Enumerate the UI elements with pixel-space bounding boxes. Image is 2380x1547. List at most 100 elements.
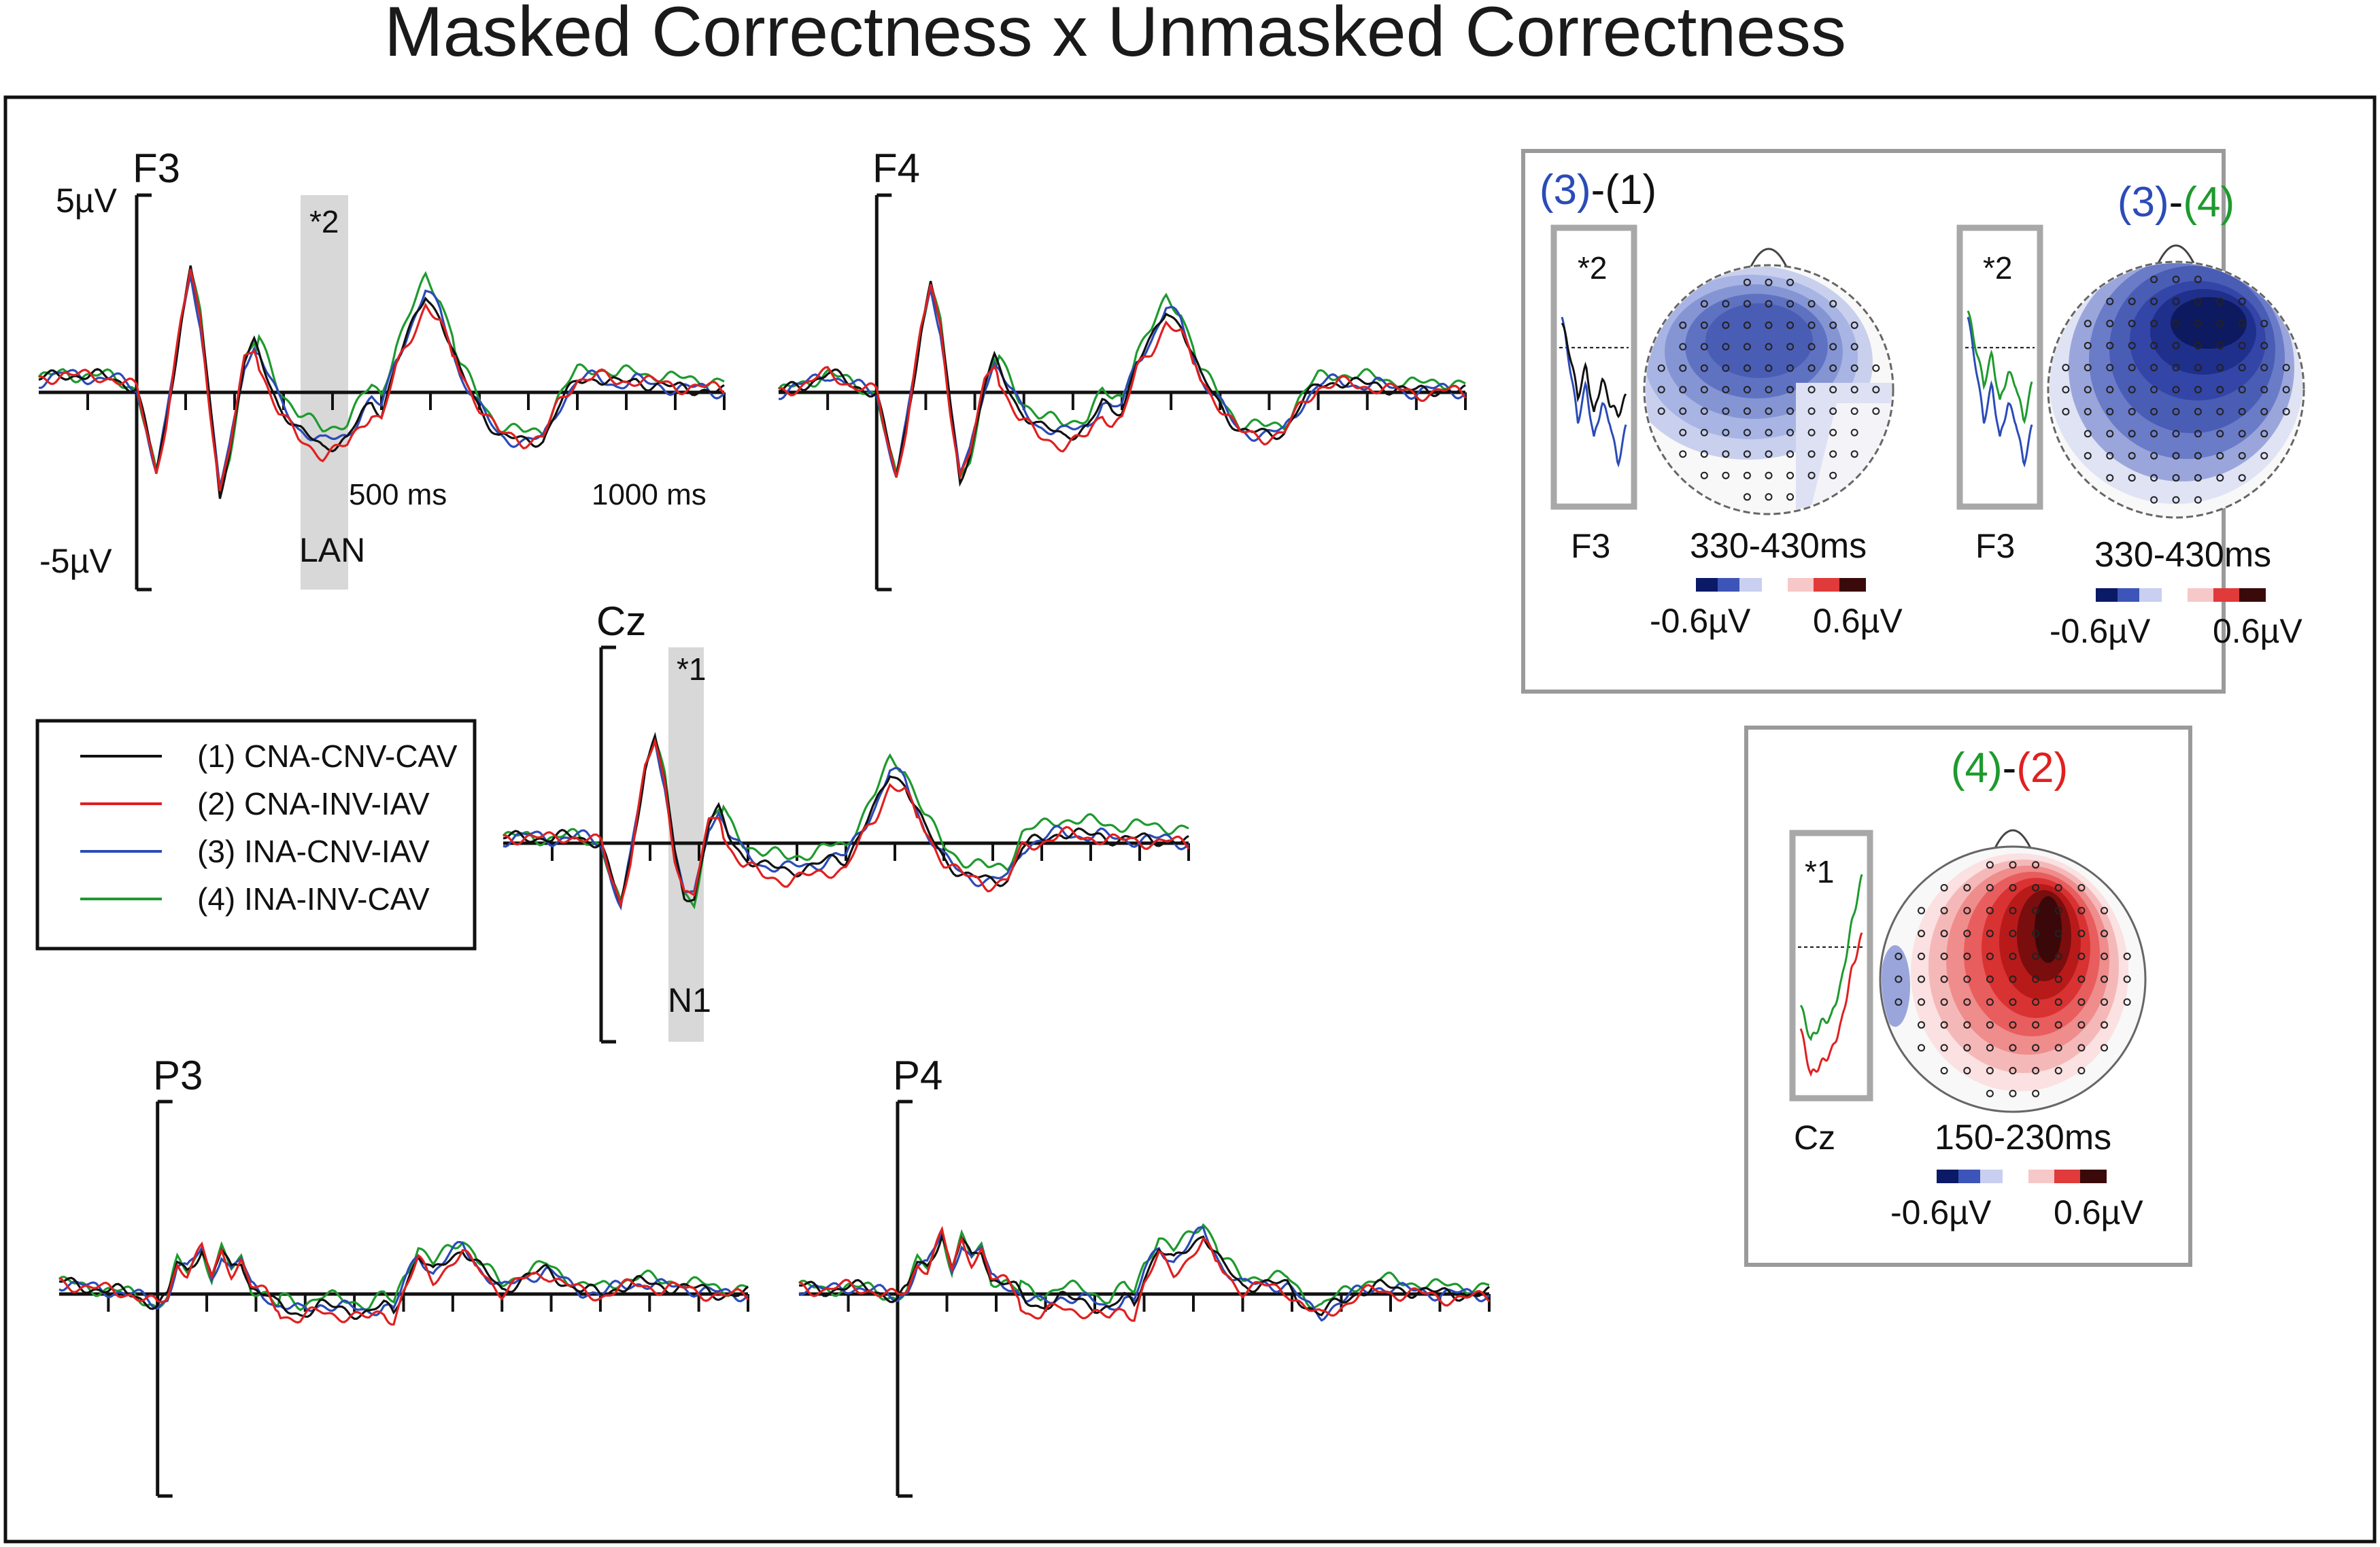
electrode-dot <box>2282 386 2290 394</box>
electrode-dot <box>2106 474 2114 482</box>
erp-panel-f4 <box>777 193 1467 592</box>
electrode-dot <box>1743 471 1751 479</box>
electrode-dot <box>2150 297 2158 305</box>
electrode-dot <box>2260 386 2268 394</box>
electrode-dot <box>2282 407 2290 415</box>
electrode-dot <box>2216 341 2224 350</box>
electrode-dot <box>2194 275 2202 284</box>
electrode-dot <box>1679 386 1687 394</box>
electrode-dot <box>2150 496 2158 504</box>
electrode-dot <box>1765 386 1773 394</box>
erp-line-p3-3 <box>58 1240 749 1316</box>
electrode-dot <box>1963 952 1971 960</box>
electrode-dot <box>1872 364 1880 372</box>
scale-neg-label: -5µV <box>39 542 112 580</box>
electrode-label-cz: Cz <box>596 598 646 644</box>
electrode-dot <box>1807 343 1816 351</box>
electrode-dot <box>1963 998 1971 1006</box>
topo-electrode: F3 <box>1975 527 2015 565</box>
electrode-dot <box>2009 975 2017 983</box>
electrode-dot <box>1986 1089 1994 1098</box>
topo-electrode: F3 <box>1571 527 1610 565</box>
electrode-dot <box>1963 884 1971 891</box>
electrode-dot <box>1986 1044 1994 1052</box>
electrode-dot <box>2194 430 2202 438</box>
electrode-dot <box>2238 474 2246 482</box>
electrode-dot <box>2009 1021 2017 1029</box>
electrode-dot <box>1829 343 1837 351</box>
electrode-dot <box>1986 975 1994 983</box>
electrode-dot <box>1940 952 1948 960</box>
erp-line-f4-2 <box>778 284 1467 480</box>
electrode-dot <box>1786 364 1795 372</box>
topo-contour <box>1705 303 1813 378</box>
topo-contour <box>2035 896 2062 963</box>
electrode-dot <box>2216 320 2224 328</box>
electrode-dot <box>2128 474 2136 482</box>
electrode-dot <box>1918 1021 1925 1029</box>
electrode-dot <box>2128 364 2136 372</box>
topo-diff-part: (2) <box>2016 745 2068 792</box>
electrode-dot <box>1986 1021 1994 1029</box>
electrode-dot <box>2062 364 2070 372</box>
ramp-neg-label: -0.6µV <box>1890 1193 1992 1231</box>
erp-panels <box>37 193 1491 1498</box>
legend-label-1: (1) CNA-CNV-CAV <box>197 738 458 774</box>
electrode-dot <box>2238 364 2246 372</box>
electrode-dot <box>2032 930 2040 938</box>
ramp-pos-step <box>2188 588 2214 602</box>
electrode-dot <box>1850 321 1858 329</box>
electrode-dot <box>2054 952 2062 960</box>
topo-contour <box>2171 297 2247 349</box>
electrode-dot <box>1679 343 1687 351</box>
electrode-dot <box>1700 300 1708 308</box>
electrode-dot <box>1786 428 1795 437</box>
electrode-dot <box>1700 450 1708 458</box>
electrode-dot <box>2101 1044 2108 1052</box>
electrode-dot <box>1850 428 1858 437</box>
electrode-dot <box>1786 343 1795 351</box>
electrode-dot <box>2009 861 2017 869</box>
electrode-dot <box>1963 906 1971 915</box>
inset-line <box>1967 316 2033 468</box>
topo-mark: *2 <box>1983 250 2012 286</box>
electrode-dot <box>2106 320 2114 328</box>
electrode-dot <box>2128 320 2136 328</box>
electrode-dot <box>2101 952 2108 960</box>
electrode-dot <box>1829 364 1837 372</box>
electrode-dot <box>1743 493 1751 501</box>
electrode-dot <box>2077 906 2086 915</box>
electrode-dot <box>2260 452 2268 460</box>
electrode-dot <box>2260 407 2268 415</box>
electrode-dot <box>1722 321 1730 329</box>
electrode-dot <box>2009 1044 2017 1052</box>
erp-line-p4-2 <box>798 1225 1491 1322</box>
electrode-dot <box>2172 275 2180 284</box>
electrode-dot <box>2032 975 2040 983</box>
electrode-dot <box>2084 430 2092 438</box>
inset-f3-31 <box>1550 224 1637 510</box>
electrode-dot <box>2150 407 2158 415</box>
electrode-dot <box>1940 1044 1948 1052</box>
erp-panel-cz <box>502 645 1190 1044</box>
electrode-dot <box>1807 386 1816 394</box>
electrode-dot <box>1765 364 1773 372</box>
electrode-dot <box>1829 386 1837 394</box>
electrode-dot <box>1940 1067 1948 1074</box>
electrode-dot <box>1786 471 1795 479</box>
inset-line <box>1799 932 1863 1077</box>
topo-electrode: Cz <box>1794 1119 1835 1157</box>
electrode-dot <box>1765 300 1773 308</box>
electrode-dot <box>2009 1067 2017 1074</box>
electrode-dot <box>2101 975 2108 983</box>
topo-diff-part: - <box>2003 745 2017 792</box>
electrode-dot <box>1743 386 1751 394</box>
electrode-dot <box>1657 407 1665 415</box>
nose <box>1750 248 1788 267</box>
electrode-dot <box>2032 1067 2040 1074</box>
electrode-dot <box>2032 952 2040 960</box>
electrode-dot <box>2194 452 2202 460</box>
electrode-dot <box>1722 386 1730 394</box>
n1-label: N1 <box>668 981 711 1019</box>
electrode-dot <box>2101 906 2108 915</box>
